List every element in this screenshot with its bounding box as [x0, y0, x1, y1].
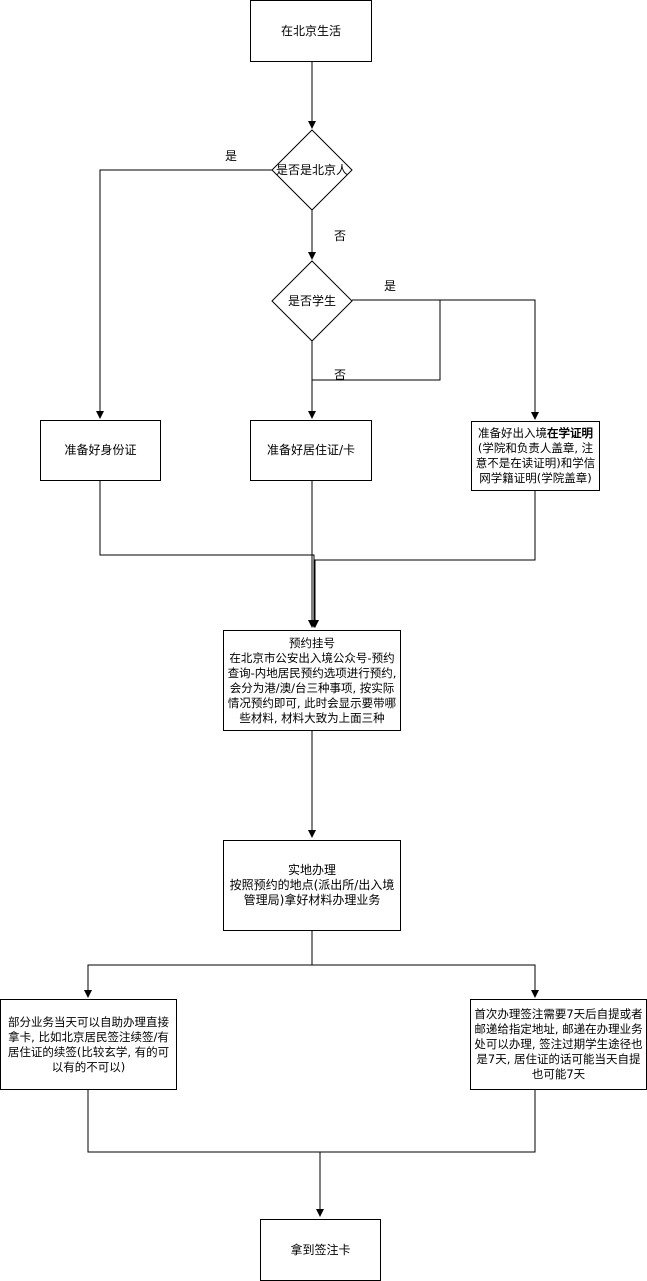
node-onsite: 实地办理 按照预约的地点(派出所/出入境管理局)拿好材料办理业务	[223, 840, 401, 931]
node-end-label: 拿到签注卡	[290, 1242, 351, 1257]
edge-onsite-to-right	[312, 964, 539, 998]
edge-left-to-end	[87, 1090, 324, 1217]
node-seven-day-pickup: 首次办理签注需要7天后自提或者邮递给指定地址, 邮递在办理业务处可以办理, 签注…	[470, 999, 647, 1090]
student-proof-bold: 在学证明	[547, 426, 593, 440]
edge-studentproof-to-appointment	[311, 490, 536, 628]
node-appointment: 预约挂号 在北京市公安出入境公众号-预约查询-内地居民预约选项进行预约, 会分为…	[223, 630, 401, 731]
node-id-card-label: 准备好身份证	[64, 443, 137, 457]
node-same-day-pickup-label: 部分业务当天可以自助办理直接拿卡, 比如北京居民签注续签/有居住证的续签(比较玄…	[7, 1014, 170, 1074]
edge-onsite-to-left	[84, 931, 313, 998]
node-seven-day-pickup-label: 首次办理签注需要7天后自提或者邮递给指定地址, 邮递在办理业务处可以办理, 签注…	[474, 1007, 643, 1081]
node-start-label: 在北京生活	[280, 23, 341, 38]
node-end: 拿到签注卡	[260, 1219, 381, 1281]
edge-label-beijing-yes: 是	[225, 149, 238, 163]
edge-student-yes	[352, 299, 539, 420]
node-same-day-pickup: 部分业务当天可以自助办理直接拿卡, 比如北京居民签注续签/有居住证的续签(比较玄…	[0, 999, 177, 1090]
edge-label-beijing-no: 否	[334, 229, 347, 243]
node-residence-permit-label: 准备好居住证/卡	[266, 443, 356, 457]
edge-beijing-yes	[96, 169, 273, 419]
decision-is-beijing-diamond	[271, 129, 353, 211]
decision-is-student-diamond	[271, 260, 353, 342]
edge-right-to-end	[320, 1090, 536, 1153]
decision-is-student: 是否学生	[287, 294, 336, 308]
node-student-proof-label: 准备好出入境在学证明(学院和负责人盖章, 注意不是在读证明)和学信网学籍证明(学…	[475, 426, 596, 486]
edge-label-student-no: 否	[334, 368, 347, 382]
student-proof-rest: (学院和负责人盖章, 注意不是在读证明)和学信网学籍证明(学院盖章)	[475, 441, 596, 485]
node-start: 在北京生活	[250, 0, 372, 62]
node-id-card: 准备好身份证	[40, 420, 161, 481]
node-student-proof: 准备好出入境在学证明(学院和负责人盖章, 注意不是在读证明)和学信网学籍证明(学…	[471, 421, 600, 491]
edge-label-student-yes: 是	[384, 279, 397, 293]
decision-is-beijing: 是否是北京人	[275, 163, 348, 177]
edge-idcard-to-appointment	[99, 480, 318, 628]
node-onsite-label: 实地办理 按照预约的地点(派出所/出入境管理局)拿好材料办理业务	[229, 863, 395, 907]
node-appointment-label: 预约挂号 在北京市公安出入境公众号-预约查询-内地居民预约选项进行预约, 会分为…	[227, 635, 397, 725]
student-proof-prefix: 准备好出入境	[478, 426, 547, 440]
edge-student-loop	[312, 300, 441, 381]
node-residence-permit: 准备好居住证/卡	[250, 420, 372, 481]
